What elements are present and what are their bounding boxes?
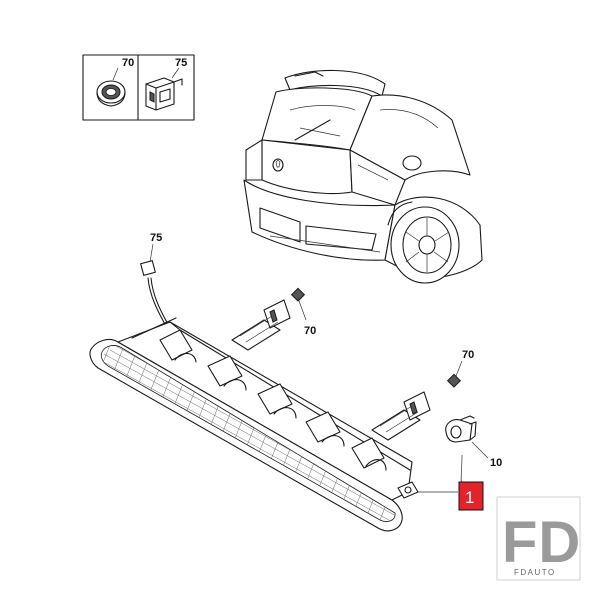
callout-inset-right: 75 bbox=[175, 57, 187, 69]
callout-inset-left: 70 bbox=[122, 57, 134, 69]
callout-connector-top: 75 bbox=[150, 232, 162, 244]
part-number-badge[interactable]: 1 bbox=[458, 481, 484, 511]
callout-bulb-right: 70 bbox=[462, 349, 474, 361]
bulb-icon-upper bbox=[290, 287, 306, 302]
watermark-subtitle: FDAUTO bbox=[514, 568, 556, 577]
wire-harness bbox=[140, 260, 172, 331]
badge-icon bbox=[272, 158, 284, 172]
grommet-icon bbox=[96, 80, 126, 107]
brake-light-assembly bbox=[89, 260, 477, 532]
inset-panel: 70 75 bbox=[82, 54, 195, 121]
back-plate bbox=[117, 321, 413, 501]
clip-icon bbox=[445, 415, 477, 443]
watermark-logo: FD bbox=[502, 510, 581, 575]
watermark-frame bbox=[496, 496, 581, 581]
callout-bulb-upper: 70 bbox=[304, 325, 316, 337]
callout-main-part: 1 bbox=[465, 488, 474, 507]
car-illustration bbox=[243, 69, 483, 284]
bulb-icon-right bbox=[446, 373, 462, 388]
callout-clip: 10 bbox=[490, 457, 502, 469]
lens-grid bbox=[100, 345, 396, 522]
bulb-holder-right bbox=[371, 391, 431, 441]
bulb-holder-upper bbox=[231, 299, 291, 351]
connector-icon bbox=[145, 77, 183, 111]
part-number-badge-bg bbox=[458, 481, 484, 511]
callout-labels: 75 70 70 10 bbox=[149, 232, 502, 493]
reflector-ribs bbox=[159, 329, 387, 471]
wheel-icon bbox=[390, 206, 460, 284]
watermark: FD FDAUTO bbox=[496, 496, 581, 581]
